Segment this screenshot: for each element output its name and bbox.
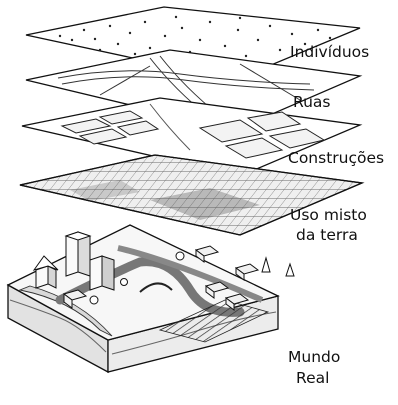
- label-mundo-line2: Real: [296, 369, 329, 387]
- people-dots: [58, 15, 332, 70]
- small-houses: [62, 245, 260, 311]
- layer-mundo: [6, 224, 295, 374]
- uso-grid: [19, 154, 365, 236]
- river: [18, 285, 113, 337]
- label-individuos: Indivíduos: [290, 43, 369, 61]
- plowed-field: [158, 299, 270, 343]
- house-left: [32, 255, 59, 289]
- construcoes-road: [149, 103, 191, 151]
- tall-building: [64, 231, 92, 277]
- mid-building: [89, 255, 115, 291]
- bridge: [139, 282, 173, 293]
- label-construcoes: Construções: [288, 149, 384, 167]
- cross-road: [117, 245, 264, 303]
- label-mundo-line1: Mundo: [288, 348, 340, 366]
- label-ruas: Ruas: [293, 93, 330, 111]
- building-footprints: [60, 110, 326, 159]
- label-uso-line2: da terra: [296, 226, 358, 244]
- trees: [89, 251, 295, 305]
- label-uso-line1: Uso misto: [290, 206, 367, 224]
- layer-construcoes: [21, 97, 363, 177]
- layer-uso: [19, 154, 365, 236]
